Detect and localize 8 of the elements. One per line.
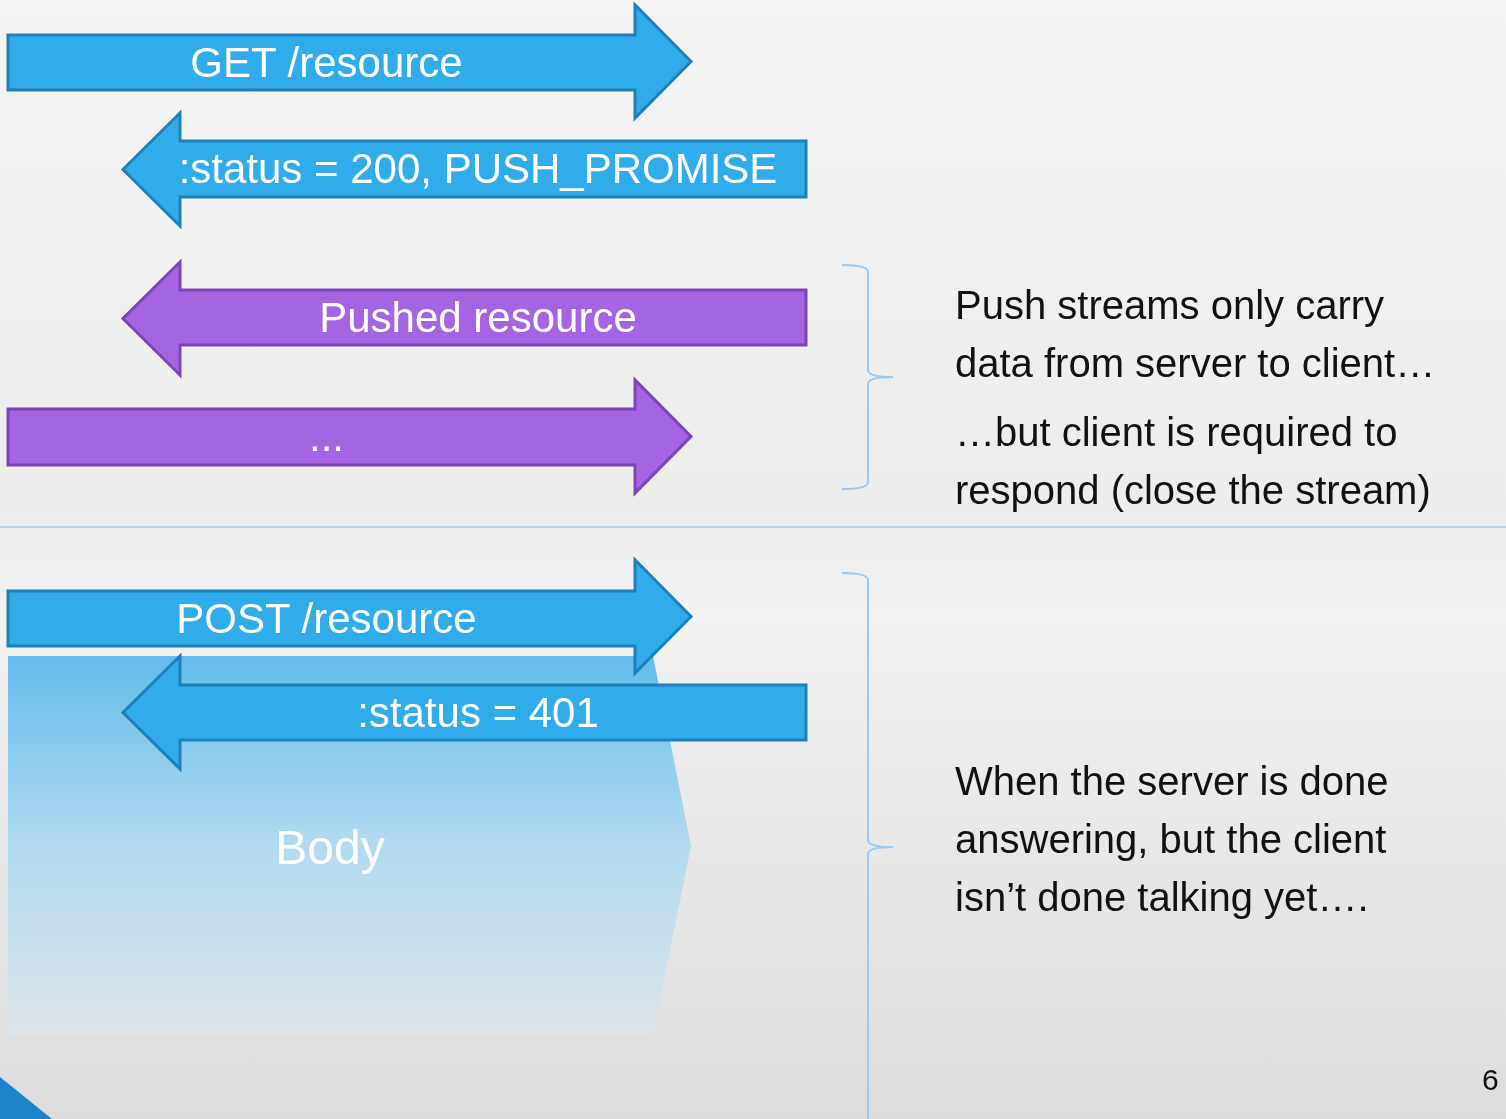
note-text: …but client is required to respond (close the stream) [955,409,1432,514]
note-text: When the server is done answering, but the client isn’t done talking yet…. [955,758,1390,921]
banner-text: POST /resource [176,597,477,640]
banner-text: Body [275,824,385,872]
banner-text: ... [309,416,344,458]
banner-text: GET /resource [190,41,463,84]
page-number: 6 [1482,1062,1500,1098]
note-text: Push streams only carry data from server to client… [955,282,1437,387]
